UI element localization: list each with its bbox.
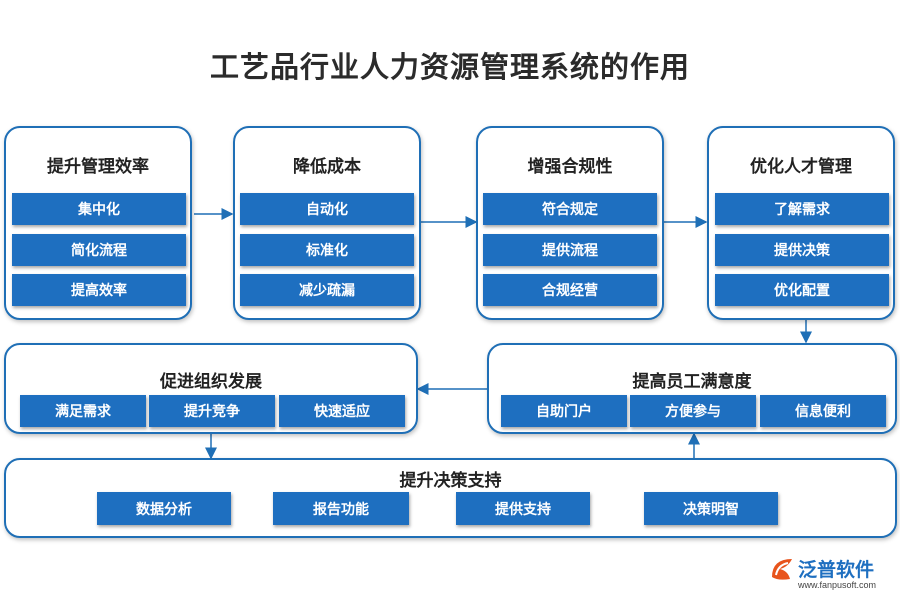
item-chip: 提供决策 <box>715 234 889 266</box>
item-chip: 报告功能 <box>273 492 409 525</box>
item-chip: 数据分析 <box>97 492 231 525</box>
item-chip: 自助门户 <box>501 395 627 427</box>
panel-title: 增强合规性 <box>527 157 613 177</box>
panel-title: 提高员工满意度 <box>632 372 752 392</box>
panel-title: 提升管理效率 <box>47 157 149 177</box>
item-chip: 简化流程 <box>12 234 186 266</box>
item-chip: 方便参与 <box>630 395 756 427</box>
brand-logo-icon <box>772 559 792 580</box>
panel-enhance-decision-support: 提升决策支持 数据分析 报告功能 提供支持 决策明智 <box>4 458 897 538</box>
item-chip: 符合规定 <box>483 193 657 225</box>
item-chip: 快速适应 <box>279 395 405 427</box>
panel-enhance-compliance: 增强合规性 符合规定 提供流程 合规经营 <box>476 126 664 320</box>
page-title: 工艺品行业人力资源管理系统的作用 <box>209 50 690 84</box>
brand-name: 泛普软件 <box>798 559 875 581</box>
item-chip: 决策明智 <box>644 492 778 525</box>
item-chip: 信息便利 <box>760 395 886 427</box>
panel-optimize-talent-management: 优化人才管理 了解需求 提供决策 优化配置 <box>707 126 895 320</box>
panel-reduce-costs: 降低成本 自动化 标准化 减少疏漏 <box>233 126 421 320</box>
panel-title: 促进组织发展 <box>160 372 262 392</box>
item-chip: 提升竞争 <box>149 395 275 427</box>
panel-title: 降低成本 <box>293 157 361 177</box>
item-chip: 提供支持 <box>456 492 590 525</box>
item-chip: 减少疏漏 <box>240 274 414 306</box>
panel-title: 优化人才管理 <box>750 157 852 177</box>
item-chip: 优化配置 <box>715 274 889 306</box>
brand-url: www.fanpusoft.com <box>798 580 877 590</box>
item-chip: 满足需求 <box>20 395 146 427</box>
item-chip: 提供流程 <box>483 234 657 266</box>
item-chip: 了解需求 <box>715 193 889 225</box>
item-chip: 合规经营 <box>483 274 657 306</box>
panel-promote-organizational-development: 促进组织发展 满足需求 提升竞争 快速适应 <box>4 343 418 434</box>
panel-title: 提升决策支持 <box>399 471 502 491</box>
item-chip: 标准化 <box>240 234 414 266</box>
panel-improve-management-efficiency: 提升管理效率 集中化 简化流程 提高效率 <box>4 126 192 320</box>
item-chip: 集中化 <box>12 193 186 225</box>
panel-improve-employee-satisfaction: 提高员工满意度 自助门户 方便参与 信息便利 <box>487 343 897 434</box>
brand-logo: 泛普软件 www.fanpusoft.com <box>768 553 898 598</box>
item-chip: 提高效率 <box>12 274 186 306</box>
item-chip: 自动化 <box>240 193 414 225</box>
